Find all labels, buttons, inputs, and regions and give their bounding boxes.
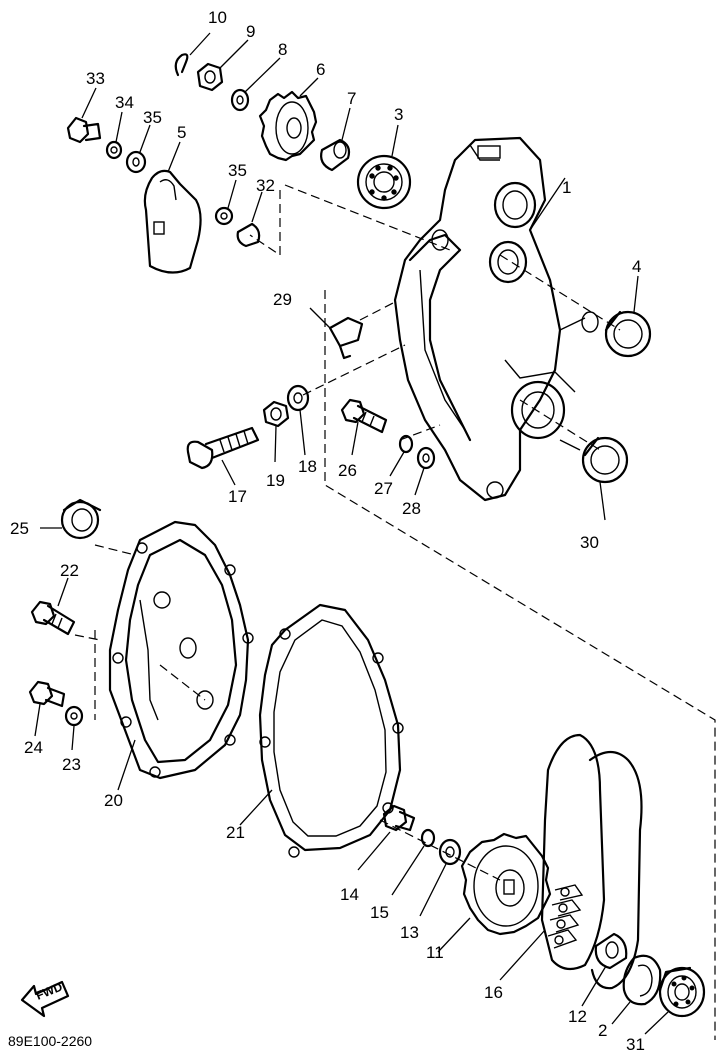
bearing-3	[356, 124, 412, 210]
oil-seal-30	[581, 436, 629, 521]
label-35-lower: 35	[228, 161, 247, 180]
label-27: 27	[374, 479, 393, 498]
washer-27	[389, 434, 414, 477]
washer-34	[105, 111, 123, 160]
label-21: 21	[226, 823, 245, 842]
label-10: 10	[208, 8, 227, 27]
label-9: 9	[246, 22, 255, 41]
chain-case-cover-20	[108, 520, 254, 791]
label-32: 32	[256, 176, 275, 195]
label-20: 20	[104, 791, 123, 810]
bearing-31	[644, 966, 706, 1035]
washer-15	[391, 828, 436, 896]
label-29: 29	[273, 290, 292, 309]
nut-19	[262, 400, 290, 463]
label-34: 34	[115, 93, 134, 112]
label-30: 30	[580, 533, 599, 552]
label-19: 19	[266, 471, 285, 490]
label-26: 26	[338, 461, 357, 480]
sprocket-6	[258, 77, 319, 162]
label-31: 31	[626, 1035, 645, 1054]
label-4: 4	[632, 257, 641, 276]
label-33: 33	[86, 69, 105, 88]
label-17: 17	[228, 487, 247, 506]
washer-35-lower	[214, 179, 237, 226]
label-24: 24	[24, 738, 43, 757]
oil-seal-25	[40, 498, 102, 540]
label-15: 15	[370, 903, 389, 922]
label-18: 18	[298, 457, 317, 476]
nut-9	[196, 39, 249, 92]
label-11: 11	[426, 943, 444, 962]
label-8: 8	[278, 40, 287, 59]
washer-13	[419, 838, 462, 917]
label-23: 23	[62, 755, 81, 774]
label-14: 14	[340, 885, 359, 904]
bolt-22	[30, 577, 76, 636]
circlip-2	[611, 954, 662, 1025]
label-35-top: 35	[143, 108, 162, 127]
bolt-33	[66, 87, 102, 144]
housing-1	[393, 136, 599, 502]
chain-16	[499, 733, 643, 990]
washer-35-top	[125, 124, 151, 174]
label-7: 7	[347, 89, 356, 108]
oil-seal-4	[604, 275, 652, 358]
label-13: 13	[400, 923, 419, 942]
diagram-code: 89E100-2260	[8, 1033, 92, 1049]
collar-7	[320, 107, 351, 172]
label-25: 25	[10, 519, 29, 538]
collar-12	[581, 932, 628, 1007]
cotter-pin-10	[174, 32, 211, 77]
bolt-24	[28, 680, 66, 737]
bolt-17	[186, 426, 260, 486]
grease-nipple-29	[309, 307, 364, 360]
fwd-arrow-icon: FWD	[20, 979, 70, 1018]
label-6: 6	[316, 60, 325, 79]
label-3: 3	[394, 105, 403, 124]
bracket-5	[143, 141, 202, 274]
label-1: 1	[562, 178, 571, 197]
label-5: 5	[177, 123, 186, 142]
washer-18	[286, 384, 310, 456]
washer-23	[64, 705, 84, 751]
label-28: 28	[402, 499, 421, 518]
collar-32	[236, 191, 263, 248]
bolt-26	[340, 398, 388, 456]
gasket-21	[239, 603, 404, 858]
label-22: 22	[60, 561, 79, 580]
label-16: 16	[484, 983, 503, 1002]
sprocket-11	[437, 832, 552, 953]
washer-28	[414, 446, 436, 496]
washer-8	[230, 57, 281, 112]
part-labels: 10 9 8 6 7 3 33 34 35 5 35 32 1 4 29 17 …	[10, 8, 645, 1054]
bolt-14	[357, 804, 416, 871]
label-2: 2	[598, 1021, 607, 1040]
label-12: 12	[568, 1007, 587, 1026]
